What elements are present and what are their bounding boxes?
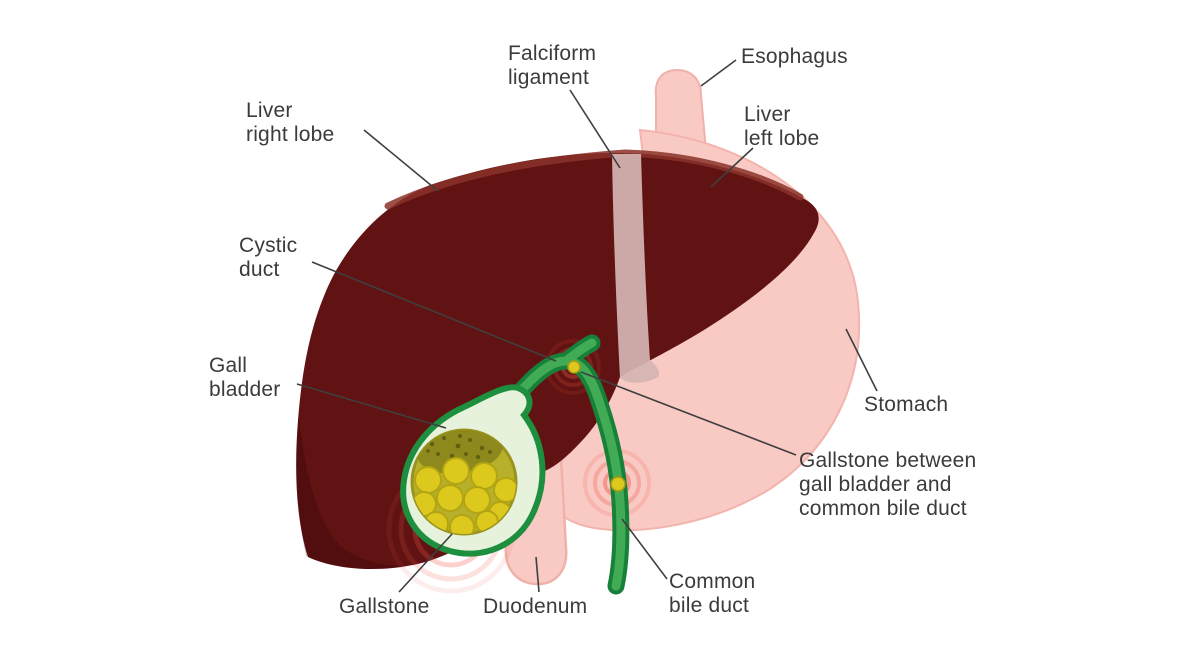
label-duodenum: Duodenum — [483, 595, 588, 618]
liver-shade — [296, 415, 404, 570]
leader-cystic-duct — [311, 261, 557, 362]
label-common-bile-duct: Common bile duct — [669, 570, 756, 618]
leader-gallstone-between — [580, 371, 797, 456]
label-gallstone: Gallstone — [339, 595, 430, 618]
falciform-ligament-shape — [612, 154, 660, 383]
label-cystic-duct: Cystic duct — [239, 234, 298, 282]
leader-falciform-ligament — [569, 89, 621, 169]
leader-liver-right-lobe — [363, 129, 439, 192]
gallbladder-shape — [400, 384, 546, 557]
label-falciform-ligament: Falciform ligament — [508, 42, 597, 90]
label-liver-right-lobe: Liver right lobe — [246, 99, 335, 147]
leader-liver-left-lobe — [710, 147, 754, 188]
leader-stomach — [845, 328, 878, 392]
leader-gall-bladder — [296, 383, 447, 429]
leader-lines — [296, 59, 878, 593]
gallstones-cluster — [412, 457, 516, 534]
label-liver-left-lobe: Liver left lobe — [744, 103, 820, 151]
gallstone-bile-duct — [610, 476, 626, 492]
gallstones-in-ducts — [567, 360, 626, 492]
bile-duct-shape — [512, 334, 630, 595]
label-gallstone-between: Gallstone between gall bladder and commo… — [799, 449, 977, 521]
label-gall-bladder: Gall bladder — [209, 354, 281, 402]
liver-top-highlight — [384, 149, 804, 210]
leader-gallstone — [398, 533, 453, 593]
label-stomach: Stomach — [864, 393, 949, 416]
leader-common-bile-duct — [621, 518, 668, 580]
label-esophagus: Esophagus — [741, 45, 848, 68]
leader-duodenum — [535, 556, 540, 593]
leader-esophagus — [700, 59, 737, 87]
sludge-speckles — [426, 434, 492, 460]
gallstone-junction — [567, 360, 581, 374]
